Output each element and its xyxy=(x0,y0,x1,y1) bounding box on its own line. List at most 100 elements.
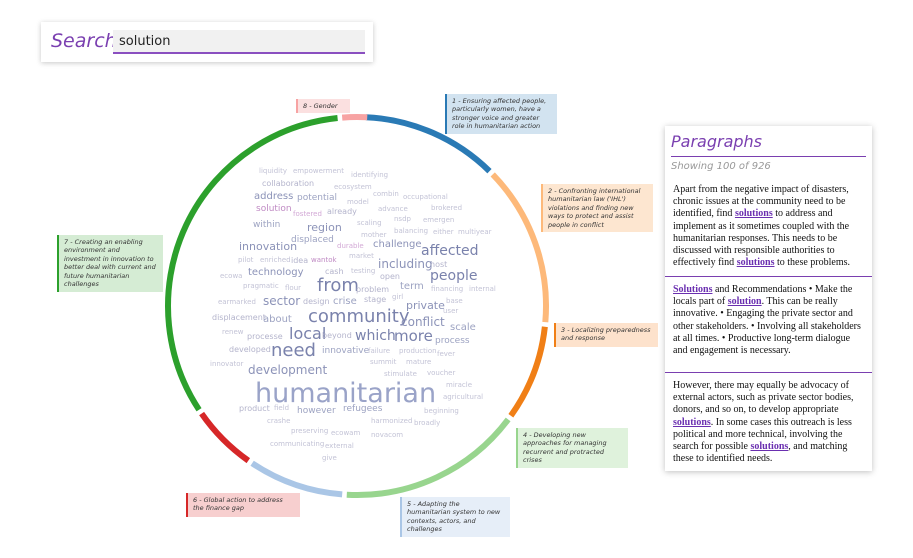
cloud-word-address[interactable]: address xyxy=(254,191,294,202)
callout-topic-1[interactable]: 1 - Ensuring affected people, particular… xyxy=(445,94,557,134)
cloud-word-communicating[interactable]: communicating xyxy=(270,440,325,448)
cloud-word-give[interactable]: give xyxy=(322,454,337,462)
cloud-word-fever[interactable]: fever xyxy=(437,350,456,358)
cloud-word-beginning[interactable]: beginning xyxy=(424,407,459,415)
callout-topic-4[interactable]: 4 - Developing new approaches for managi… xyxy=(516,428,628,468)
paragraph-item[interactable]: However, there may equally be advocacy o… xyxy=(673,380,854,465)
cloud-word-need[interactable]: need xyxy=(271,340,316,361)
cloud-word-financing[interactable]: financing xyxy=(431,285,464,293)
cloud-word-beyond[interactable]: beyond xyxy=(322,331,352,340)
cloud-word-fostered[interactable]: fostered xyxy=(293,210,322,218)
cloud-word-nsdp[interactable]: nsdp xyxy=(394,215,411,223)
cloud-word-technology[interactable]: technology xyxy=(248,267,304,278)
wheel-segment-4[interactable] xyxy=(346,417,511,498)
wheel-segment-8[interactable] xyxy=(341,114,368,121)
cloud-word-crashe[interactable]: crashe xyxy=(267,417,291,425)
cloud-word-process[interactable]: process xyxy=(435,336,470,346)
cloud-word-crise[interactable]: crise xyxy=(333,296,357,307)
cloud-word-pragmatic[interactable]: pragmatic xyxy=(243,282,279,290)
cloud-word-enriched[interactable]: enriched xyxy=(260,256,291,264)
cloud-word-term[interactable]: term xyxy=(400,281,424,292)
wheel-segment-6[interactable] xyxy=(199,411,251,464)
cloud-word-base[interactable]: base xyxy=(446,297,463,305)
cloud-word-product[interactable]: product xyxy=(239,404,270,413)
cloud-word-mature[interactable]: mature xyxy=(406,358,432,366)
cloud-word-multiyear[interactable]: multiyear xyxy=(458,228,492,236)
cloud-word-including[interactable]: including xyxy=(378,257,433,271)
cloud-word-idea[interactable]: idea xyxy=(291,256,309,265)
cloud-word-refugees[interactable]: refugees xyxy=(343,404,383,414)
cloud-word-local[interactable]: local xyxy=(289,324,327,343)
cloud-word-challenge[interactable]: challenge xyxy=(373,239,422,250)
cloud-word-balancing[interactable]: balancing xyxy=(394,227,429,235)
cloud-word-stimulate[interactable]: stimulate xyxy=(384,370,417,378)
cloud-word-development[interactable]: development xyxy=(248,363,328,377)
cloud-word-cash[interactable]: cash xyxy=(325,267,344,276)
callout-topic-2[interactable]: 2 - Confronting international humanitari… xyxy=(541,184,653,233)
wheel-segment-1[interactable] xyxy=(365,114,492,174)
cloud-word-mother[interactable]: mother xyxy=(361,231,387,239)
cloud-word-testing[interactable]: testing xyxy=(351,267,376,275)
cloud-word-girl[interactable]: girl xyxy=(392,293,404,301)
cloud-word-market[interactable]: market xyxy=(349,252,374,260)
cloud-word-pilot[interactable]: pilot xyxy=(238,256,254,264)
cloud-word-durable[interactable]: durable xyxy=(337,242,364,250)
cloud-word-user[interactable]: user xyxy=(443,307,459,315)
cloud-word-humanitarian[interactable]: humanitarian xyxy=(255,378,437,409)
cloud-word-renew[interactable]: renew xyxy=(222,328,244,336)
cloud-word-summit[interactable]: summit xyxy=(370,358,397,366)
wheel-segment-7[interactable] xyxy=(165,115,338,412)
cloud-word-people[interactable]: people xyxy=(430,268,478,284)
cloud-word-problem[interactable]: problem xyxy=(356,285,390,294)
cloud-word-private[interactable]: private xyxy=(406,299,445,312)
cloud-word-occupational[interactable]: occupational xyxy=(403,193,448,201)
cloud-word-production[interactable]: production xyxy=(399,347,437,355)
cloud-word-internal[interactable]: internal xyxy=(469,285,496,293)
cloud-word-displacement[interactable]: displacement xyxy=(212,313,266,322)
cloud-word-from[interactable]: from xyxy=(317,275,359,296)
wheel-segment-2[interactable] xyxy=(490,172,549,323)
paragraph-item[interactable]: Solutions and Recommendations • Make the… xyxy=(673,284,861,356)
cloud-word-identifying[interactable]: identifying xyxy=(351,171,389,179)
cloud-word-advance[interactable]: advance xyxy=(378,205,408,213)
cloud-word-potential[interactable]: potential xyxy=(297,193,338,203)
cloud-word-combin[interactable]: combin xyxy=(373,190,399,198)
cloud-word-processe[interactable]: processe xyxy=(247,332,283,341)
cloud-word-voucher[interactable]: voucher xyxy=(427,369,456,377)
callout-topic-7[interactable]: 7 - Creating an enabling environment and… xyxy=(57,235,163,292)
cloud-word-however[interactable]: however xyxy=(297,406,336,416)
cloud-word-innovator[interactable]: innovator xyxy=(210,360,244,368)
wheel-segment-5[interactable] xyxy=(250,460,343,498)
cloud-word-failure[interactable]: failure xyxy=(368,347,391,355)
cloud-word-empowerment[interactable]: empowerment xyxy=(293,167,344,175)
cloud-word-ecosystem[interactable]: ecosystem xyxy=(334,183,372,191)
cloud-word-within[interactable]: within xyxy=(253,220,281,230)
cloud-word-earmarked[interactable]: earmarked xyxy=(218,298,256,306)
cloud-word-external[interactable]: external xyxy=(325,442,354,450)
cloud-word-brokered[interactable]: brokered xyxy=(431,204,463,212)
cloud-word-stage[interactable]: stage xyxy=(364,295,387,304)
cloud-word-region[interactable]: region xyxy=(307,221,342,234)
cloud-word-model[interactable]: model xyxy=(347,198,369,206)
cloud-word-preserving[interactable]: preserving xyxy=(291,427,329,435)
cloud-word-host[interactable]: host xyxy=(430,260,448,269)
cloud-word-about[interactable]: about xyxy=(263,314,292,325)
cloud-word-sector[interactable]: sector xyxy=(263,294,301,308)
callout-topic-5[interactable]: 5 - Adapting the humanitarian system to … xyxy=(400,497,510,537)
cloud-word-developed[interactable]: developed xyxy=(229,345,271,354)
cloud-word-community[interactable]: community xyxy=(308,306,410,327)
cloud-word-scale[interactable]: scale xyxy=(450,322,476,333)
cloud-word-ecowam[interactable]: ecowam xyxy=(331,429,361,437)
cloud-word-design[interactable]: design xyxy=(303,297,330,306)
cloud-word-more[interactable]: more xyxy=(394,327,433,345)
cloud-word-broadly[interactable]: broadly xyxy=(414,419,441,427)
cloud-word-wantok[interactable]: wantok xyxy=(311,256,337,264)
cloud-word-open[interactable]: open xyxy=(380,272,400,281)
search-input[interactable] xyxy=(113,30,365,54)
cloud-word-collaboration[interactable]: collaboration xyxy=(262,179,315,188)
paragraph-item[interactable]: Apart from the negative impact of disast… xyxy=(673,184,851,269)
cloud-word-miracle[interactable]: miracle xyxy=(446,381,473,389)
cloud-word-affected[interactable]: affected xyxy=(421,243,479,259)
callout-topic-6[interactable]: 6 - Global action to address the finance… xyxy=(186,493,300,517)
cloud-word-ecowa[interactable]: ecowa xyxy=(220,272,243,280)
